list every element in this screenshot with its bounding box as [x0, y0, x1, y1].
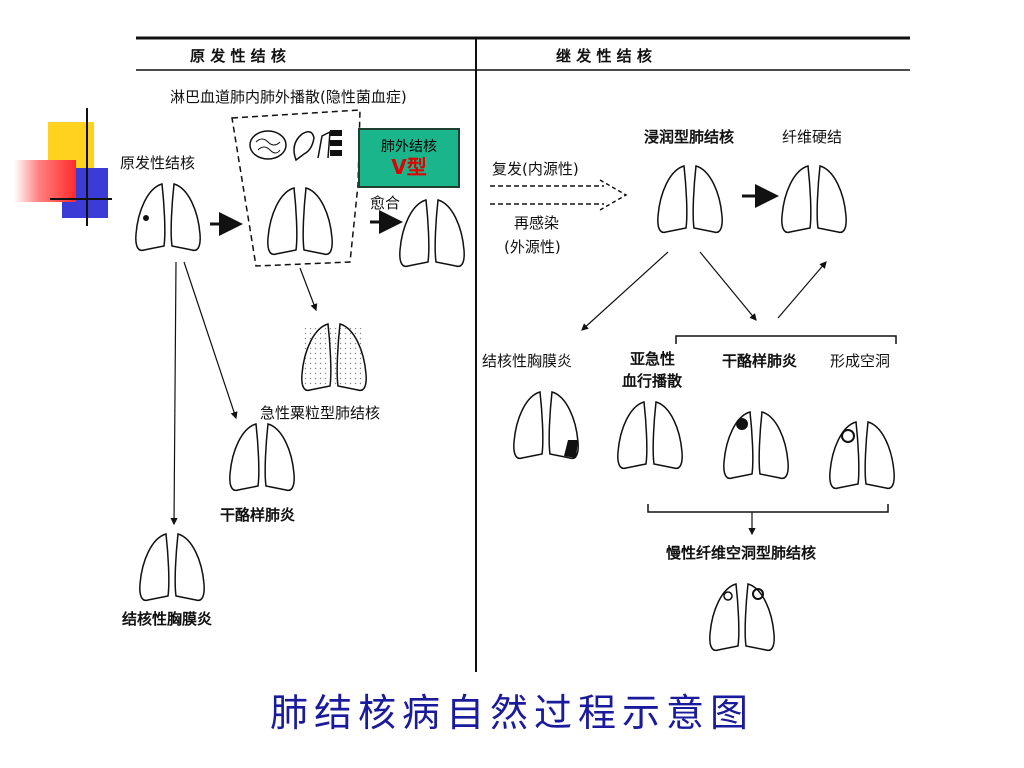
- arrow-to-miliary: [299, 267, 318, 312]
- bracket-bottom: [647, 504, 889, 513]
- deco-horizontal-line: [50, 198, 112, 200]
- lungs-caseous-primary: [229, 423, 295, 492]
- label-reinfection-1: 再感染: [514, 214, 560, 232]
- label-subacute-1: 亚急性: [630, 350, 676, 368]
- lungs-caseous-secondary: [723, 411, 789, 480]
- arrow-to-caseous: [183, 261, 238, 420]
- header-secondary: 继 发 性 结 核: [556, 47, 652, 65]
- label-chronic: 慢性纤维空洞型肺结核: [666, 544, 817, 562]
- spread-title: 淋巴血道肺内肺外播散(隐性菌血症): [170, 88, 407, 106]
- label-infiltrative: 浸润型肺结核: [644, 128, 735, 146]
- arrow-relapse-dashed: [490, 185, 604, 205]
- arrow-to-bracket: [699, 251, 757, 321]
- lungs-chronic: [709, 583, 775, 652]
- label-caseous-secondary: 干酪样肺炎: [722, 352, 798, 370]
- organ-doodles: [249, 130, 342, 162]
- deco-vertical-line: [86, 108, 88, 226]
- label-subacute-2: 血行播散: [622, 372, 683, 390]
- lungs-pleurisy-primary: [139, 533, 205, 602]
- header-primary: 原 发 性 结 核: [190, 47, 286, 65]
- lungs-spread: [267, 187, 333, 256]
- label-fibrosis: 纤维硬结: [782, 128, 843, 146]
- label-heal: 愈合: [370, 194, 401, 212]
- arrow-to-pleurisy: [170, 261, 178, 526]
- label-reinfection-2: (外源性): [504, 238, 561, 256]
- label-pleurisy-secondary: 结核性胸膜炎: [482, 352, 573, 370]
- lungs-fibrosis: [781, 165, 847, 234]
- lungs-pleurisy-secondary: [513, 391, 579, 460]
- label-cavity: 形成空洞: [830, 352, 891, 370]
- callout-line1: 肺外结核: [381, 139, 437, 155]
- slide-decoration: [14, 108, 114, 228]
- label-miliary: 急性粟粒型肺结核: [260, 404, 381, 422]
- bracket-top: [675, 335, 897, 344]
- arrow-back-to-fibrosis: [777, 261, 827, 319]
- slide-caption: 肺结核病自然过程示意图: [269, 691, 754, 735]
- lungs-cavity: [829, 421, 895, 490]
- lungs-healed: [399, 199, 465, 268]
- label-relapse: 复发(内源性): [492, 160, 579, 178]
- spread-dashed-box: [231, 109, 361, 267]
- label-primary-start: 原发性结核: [120, 154, 196, 172]
- lungs-miliary: [301, 323, 367, 392]
- callout-line2: V型: [391, 155, 427, 179]
- arrow-to-pleurisy-secondary: [581, 251, 669, 331]
- lungs-infiltrative: [657, 165, 723, 234]
- extrapulmonary-callout: 肺外结核 V型: [358, 128, 460, 188]
- lungs-subacute: [617, 401, 683, 470]
- label-pleurisy-primary: 结核性胸膜炎: [122, 610, 213, 628]
- label-caseous-primary: 干酪样肺炎: [220, 506, 296, 524]
- lungs-primary: [135, 183, 201, 252]
- deco-red-square: [14, 160, 76, 202]
